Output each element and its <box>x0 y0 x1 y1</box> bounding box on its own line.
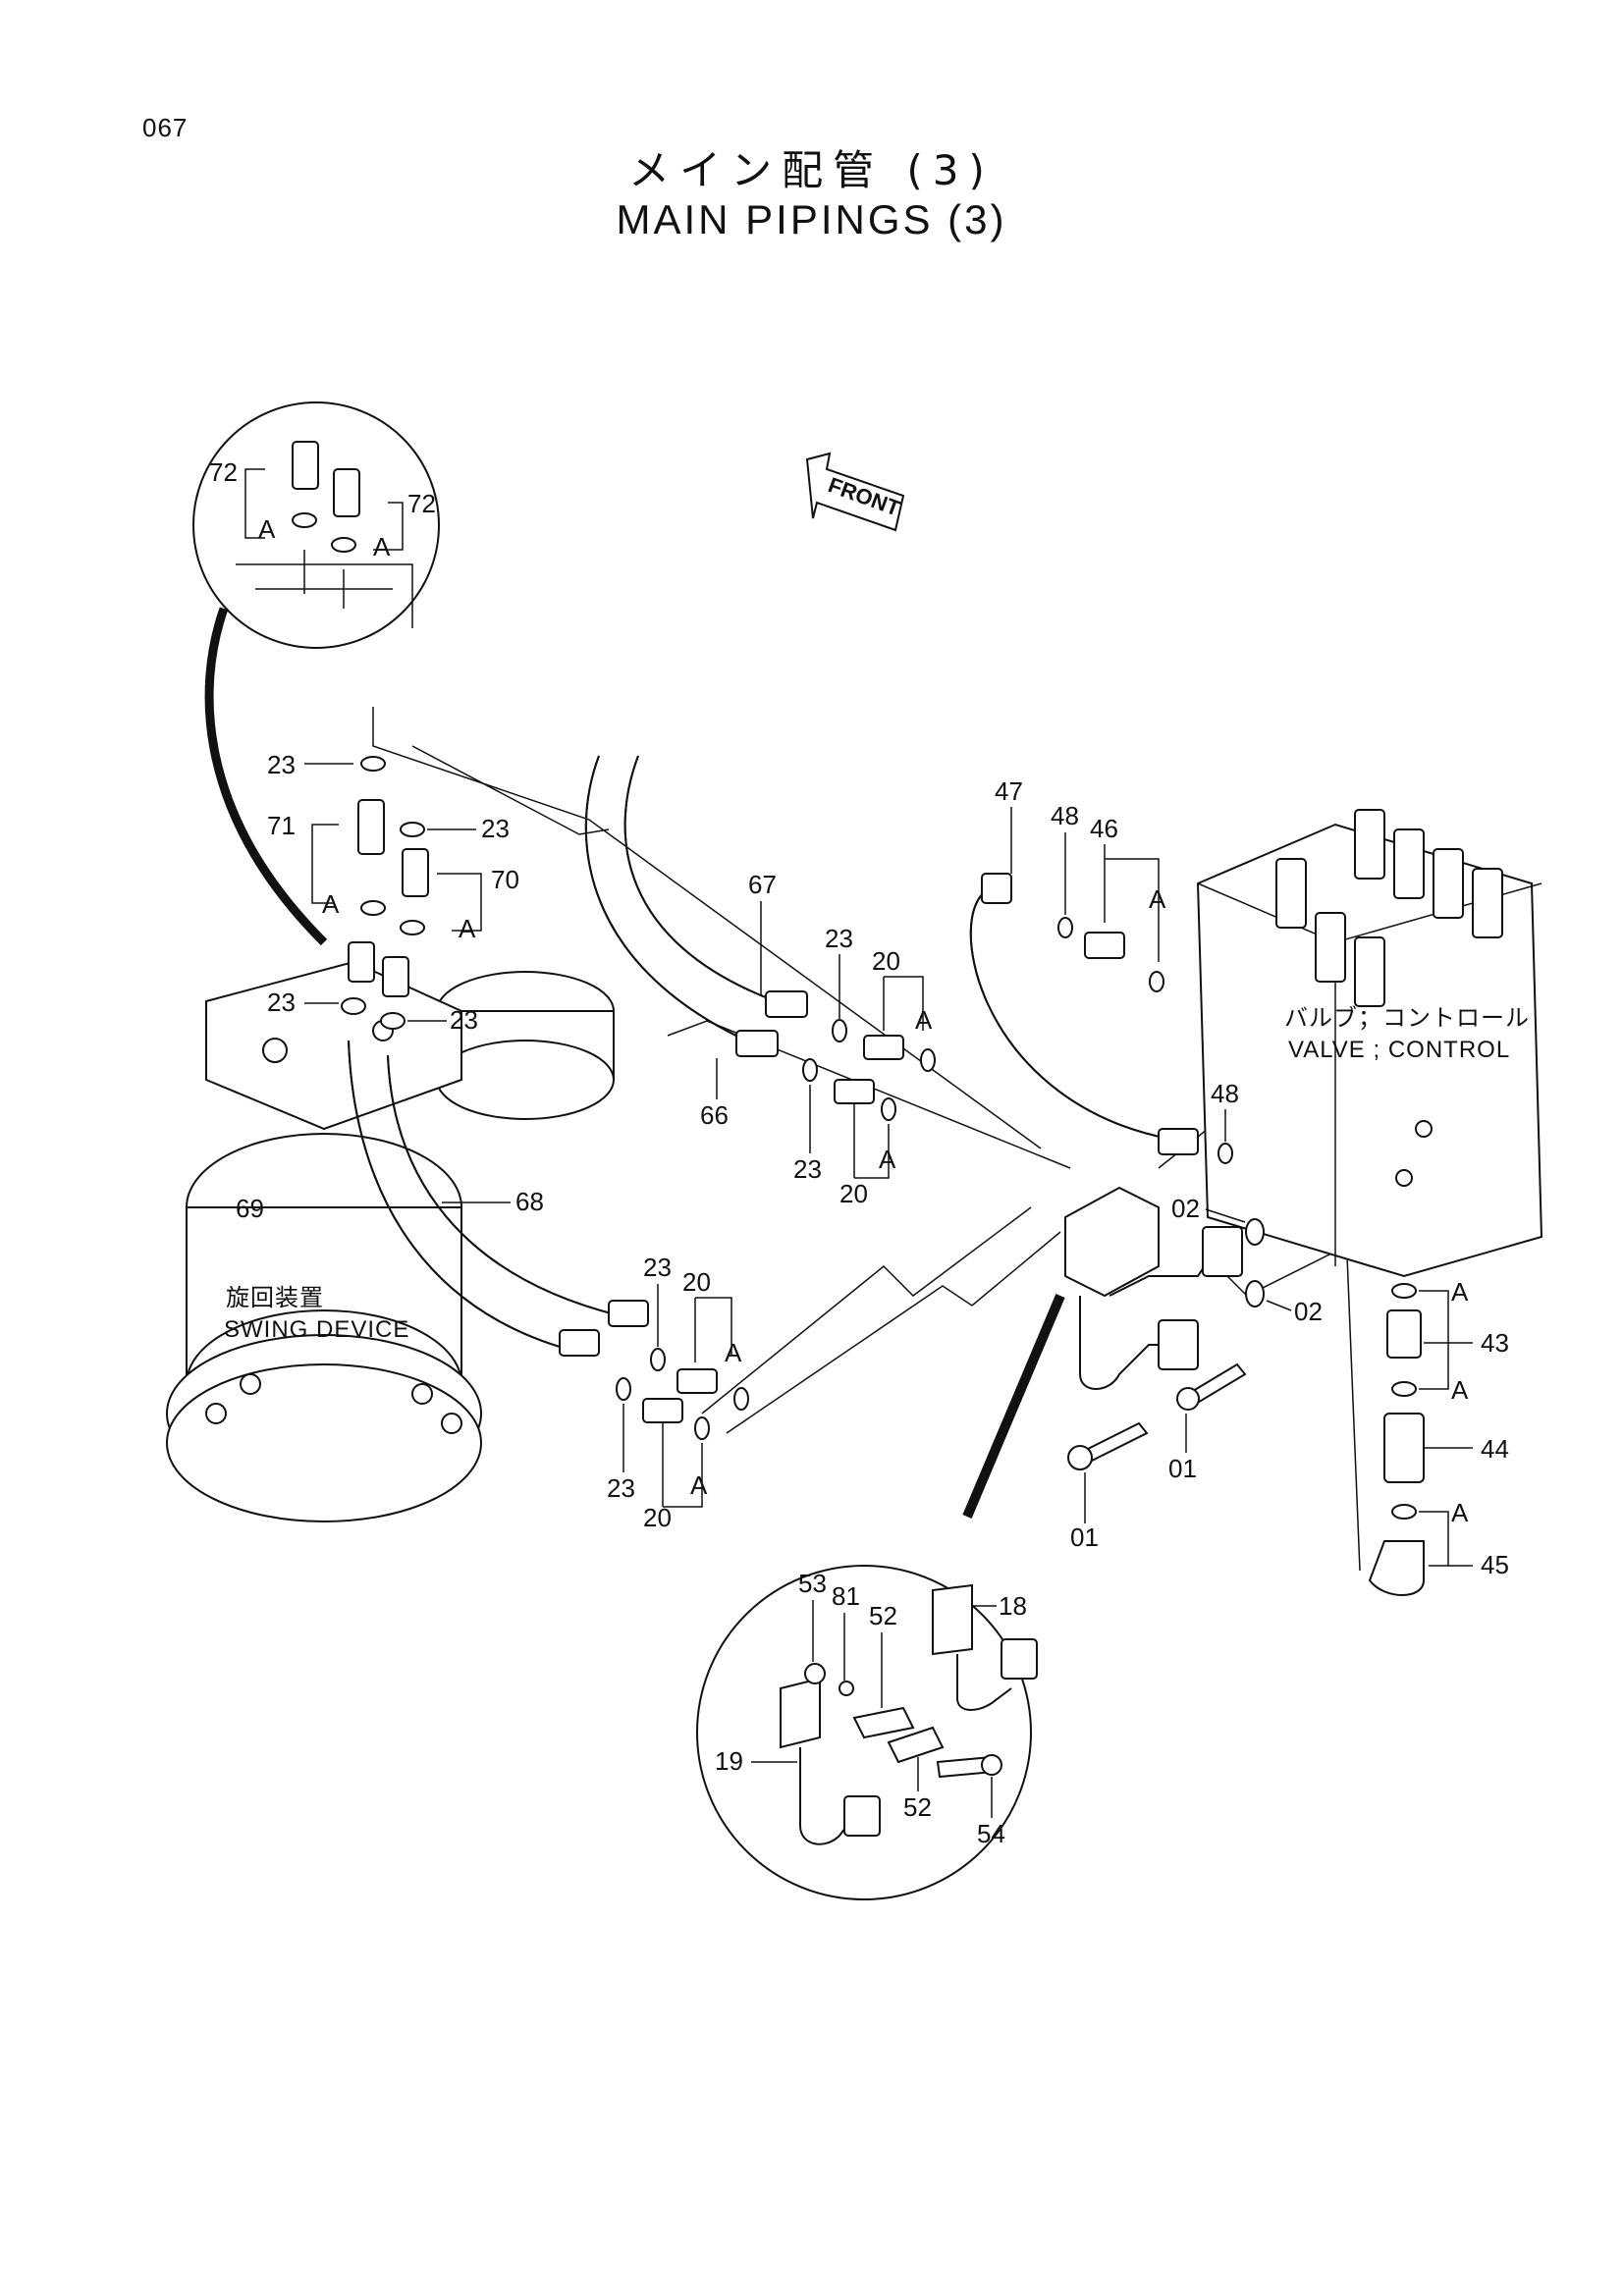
callout-44: 44 <box>1481 1434 1509 1464</box>
callout-52: 52 <box>869 1601 897 1630</box>
callout-43: 43 <box>1481 1328 1509 1358</box>
callout-02: 02 <box>1171 1194 1200 1223</box>
callout-a: A <box>1149 884 1166 914</box>
callout-69: 69 <box>236 1194 264 1223</box>
fittings-lower: 23 20 A 23 20 A <box>607 1253 749 1532</box>
fittings-left: 23 23 71 70 A A 23 23 69 68 <box>236 750 544 1223</box>
connection-lines <box>372 707 1376 1572</box>
leader-band <box>962 1294 1065 1519</box>
control-valve: バルブ；コントロール VALVE ; CONTROL <box>1196 809 1543 1278</box>
callout-18: 18 <box>999 1591 1027 1621</box>
callout-72-left: 72 <box>209 457 238 487</box>
callout-23: 23 <box>825 924 853 953</box>
fittings-valve-top: 47 48 46 A 48 <box>995 776 1239 1164</box>
callout-53: 53 <box>798 1569 827 1598</box>
callout-23: 23 <box>607 1473 635 1503</box>
callout-54: 54 <box>977 1819 1005 1848</box>
fittings-right: A A 43 44 A 45 <box>1368 1277 1509 1596</box>
callout-01: 01 <box>1168 1454 1197 1483</box>
front-arrow: FRONT <box>805 452 905 532</box>
callout-23: 23 <box>267 988 296 1017</box>
callout-a: A <box>373 532 391 561</box>
control-valve-en: VALVE ; CONTROL <box>1288 1037 1510 1063</box>
callout-20: 20 <box>682 1267 711 1297</box>
callout-23: 23 <box>450 1005 478 1035</box>
callout-52: 52 <box>903 1792 932 1822</box>
callout-a: A <box>459 914 476 943</box>
swing-device-jp: 旋回装置 <box>226 1285 324 1311</box>
callout-67: 67 <box>748 870 777 899</box>
callout-a: A <box>879 1145 896 1174</box>
callout-48: 48 <box>1211 1079 1239 1108</box>
callout-01: 01 <box>1070 1522 1099 1552</box>
leader-band <box>204 607 328 946</box>
hoses <box>348 755 1199 1357</box>
callout-23: 23 <box>643 1253 672 1282</box>
swing-device: 旋回装置 SWING DEVICE <box>166 960 615 1522</box>
callout-23: 23 <box>267 750 296 779</box>
callout-a: A <box>915 1005 933 1035</box>
callout-a: A <box>1451 1375 1469 1405</box>
callout-20: 20 <box>839 1179 868 1208</box>
front-label: FRONT <box>825 472 903 521</box>
callout-a: A <box>1451 1498 1469 1527</box>
callout-23: 23 <box>481 814 510 843</box>
callout-a: A <box>258 514 276 544</box>
callout-a: A <box>690 1470 708 1500</box>
title-japanese: メイン配管 (3) <box>628 146 995 194</box>
fittings-middle: 23 20 A 67 66 23 20 A <box>700 870 936 1208</box>
callout-70: 70 <box>491 865 519 894</box>
callout-47: 47 <box>995 776 1023 806</box>
title-english: MAIN PIPINGS (3) <box>616 196 1007 242</box>
callout-a: A <box>1451 1277 1469 1307</box>
callout-72-right: 72 <box>407 489 436 518</box>
callout-66: 66 <box>700 1100 729 1130</box>
control-valve-jp: バルブ；コントロール <box>1284 1005 1530 1032</box>
callout-71: 71 <box>267 811 296 840</box>
callout-19: 19 <box>715 1746 743 1776</box>
callout-45: 45 <box>1481 1550 1509 1579</box>
callout-48: 48 <box>1051 801 1079 830</box>
callout-68: 68 <box>515 1187 544 1216</box>
callout-02: 02 <box>1294 1297 1323 1326</box>
callout-a: A <box>322 889 340 919</box>
callout-46: 46 <box>1090 814 1118 843</box>
callout-20: 20 <box>872 946 900 976</box>
fittings-02-01: 02 02 01 01 <box>1067 1194 1323 1552</box>
detail-circle-top: 72 72 A A <box>192 401 440 946</box>
junction-block <box>1064 1186 1243 1390</box>
callout-a: A <box>725 1338 742 1367</box>
callout-20: 20 <box>643 1503 672 1532</box>
callout-81: 81 <box>832 1581 860 1611</box>
swing-device-en: SWING DEVICE <box>224 1316 409 1343</box>
detail-circle-bottom: 53 81 52 18 19 52 54 <box>696 1294 1065 1900</box>
callout-23: 23 <box>793 1154 822 1184</box>
page-number: 067 <box>142 113 189 142</box>
